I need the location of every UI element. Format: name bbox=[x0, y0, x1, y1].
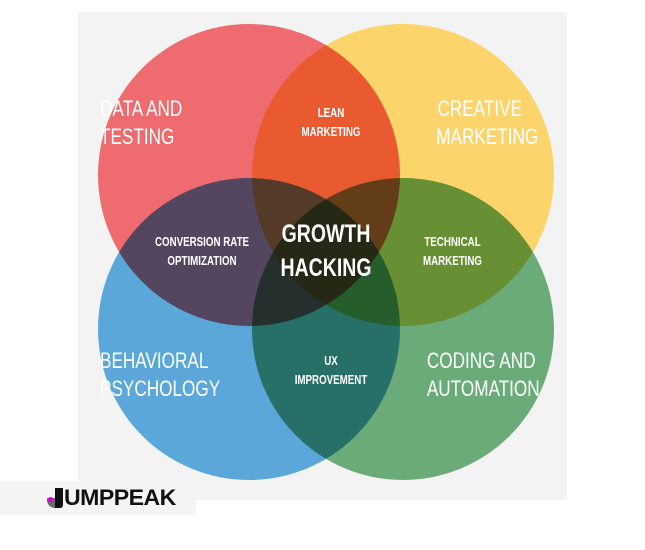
label-line: CODING AND bbox=[426, 348, 536, 373]
label-coding-and-automation: CODING AND AUTOMATION bbox=[426, 347, 540, 403]
label-line: OPTIMIZATION bbox=[167, 253, 237, 268]
label-line: BEHAVIORAL bbox=[100, 348, 209, 373]
label-line: AUTOMATION bbox=[426, 376, 540, 402]
label-line: PSYCHOLOGY bbox=[100, 376, 221, 402]
logo-j-icon bbox=[47, 488, 63, 508]
label-conversion-rate-optimization: CONVERSION RATE OPTIMIZATION bbox=[147, 233, 256, 271]
label-creative-marketing: CREATIVE MARKETING bbox=[436, 95, 539, 151]
label-line: LEAN bbox=[317, 106, 345, 120]
label-lean-marketing: LEAN MARKETING bbox=[288, 104, 374, 142]
circle-coding-and-automation bbox=[252, 178, 554, 480]
label-line: CONVERSION RATE bbox=[154, 235, 250, 249]
label-growth-hacking: GROWTH HACKING bbox=[271, 218, 380, 286]
label-line: CREATIVE bbox=[437, 96, 522, 121]
logo-banner bbox=[0, 481, 196, 515]
label-behavioral-psychology: BEHAVIORAL PSYCHOLOGY bbox=[100, 347, 221, 403]
label-data-and-testing: DATA AND TESTING bbox=[100, 95, 205, 151]
label-line: MARKETING bbox=[301, 124, 361, 139]
logo-text: UMPPEAK bbox=[64, 485, 176, 510]
label-technical-marketing: TECHNICAL MARKETING bbox=[408, 233, 498, 271]
jumppeak-logo: UMPPEAK bbox=[47, 485, 176, 510]
label-line: DATA AND bbox=[100, 96, 183, 121]
label-line: MARKETING bbox=[422, 253, 483, 268]
label-line: GROWTH bbox=[281, 220, 371, 248]
label-line: TESTING bbox=[100, 124, 175, 150]
label-line: HACKING bbox=[280, 253, 372, 282]
label-line: IMPROVEMENT bbox=[294, 372, 368, 387]
label-line: TECHNICAL bbox=[424, 235, 481, 249]
label-line: MARKETING bbox=[436, 124, 539, 150]
label-line: UX bbox=[324, 354, 338, 368]
label-ux-improvement: UX IMPROVEMENT bbox=[288, 352, 374, 390]
